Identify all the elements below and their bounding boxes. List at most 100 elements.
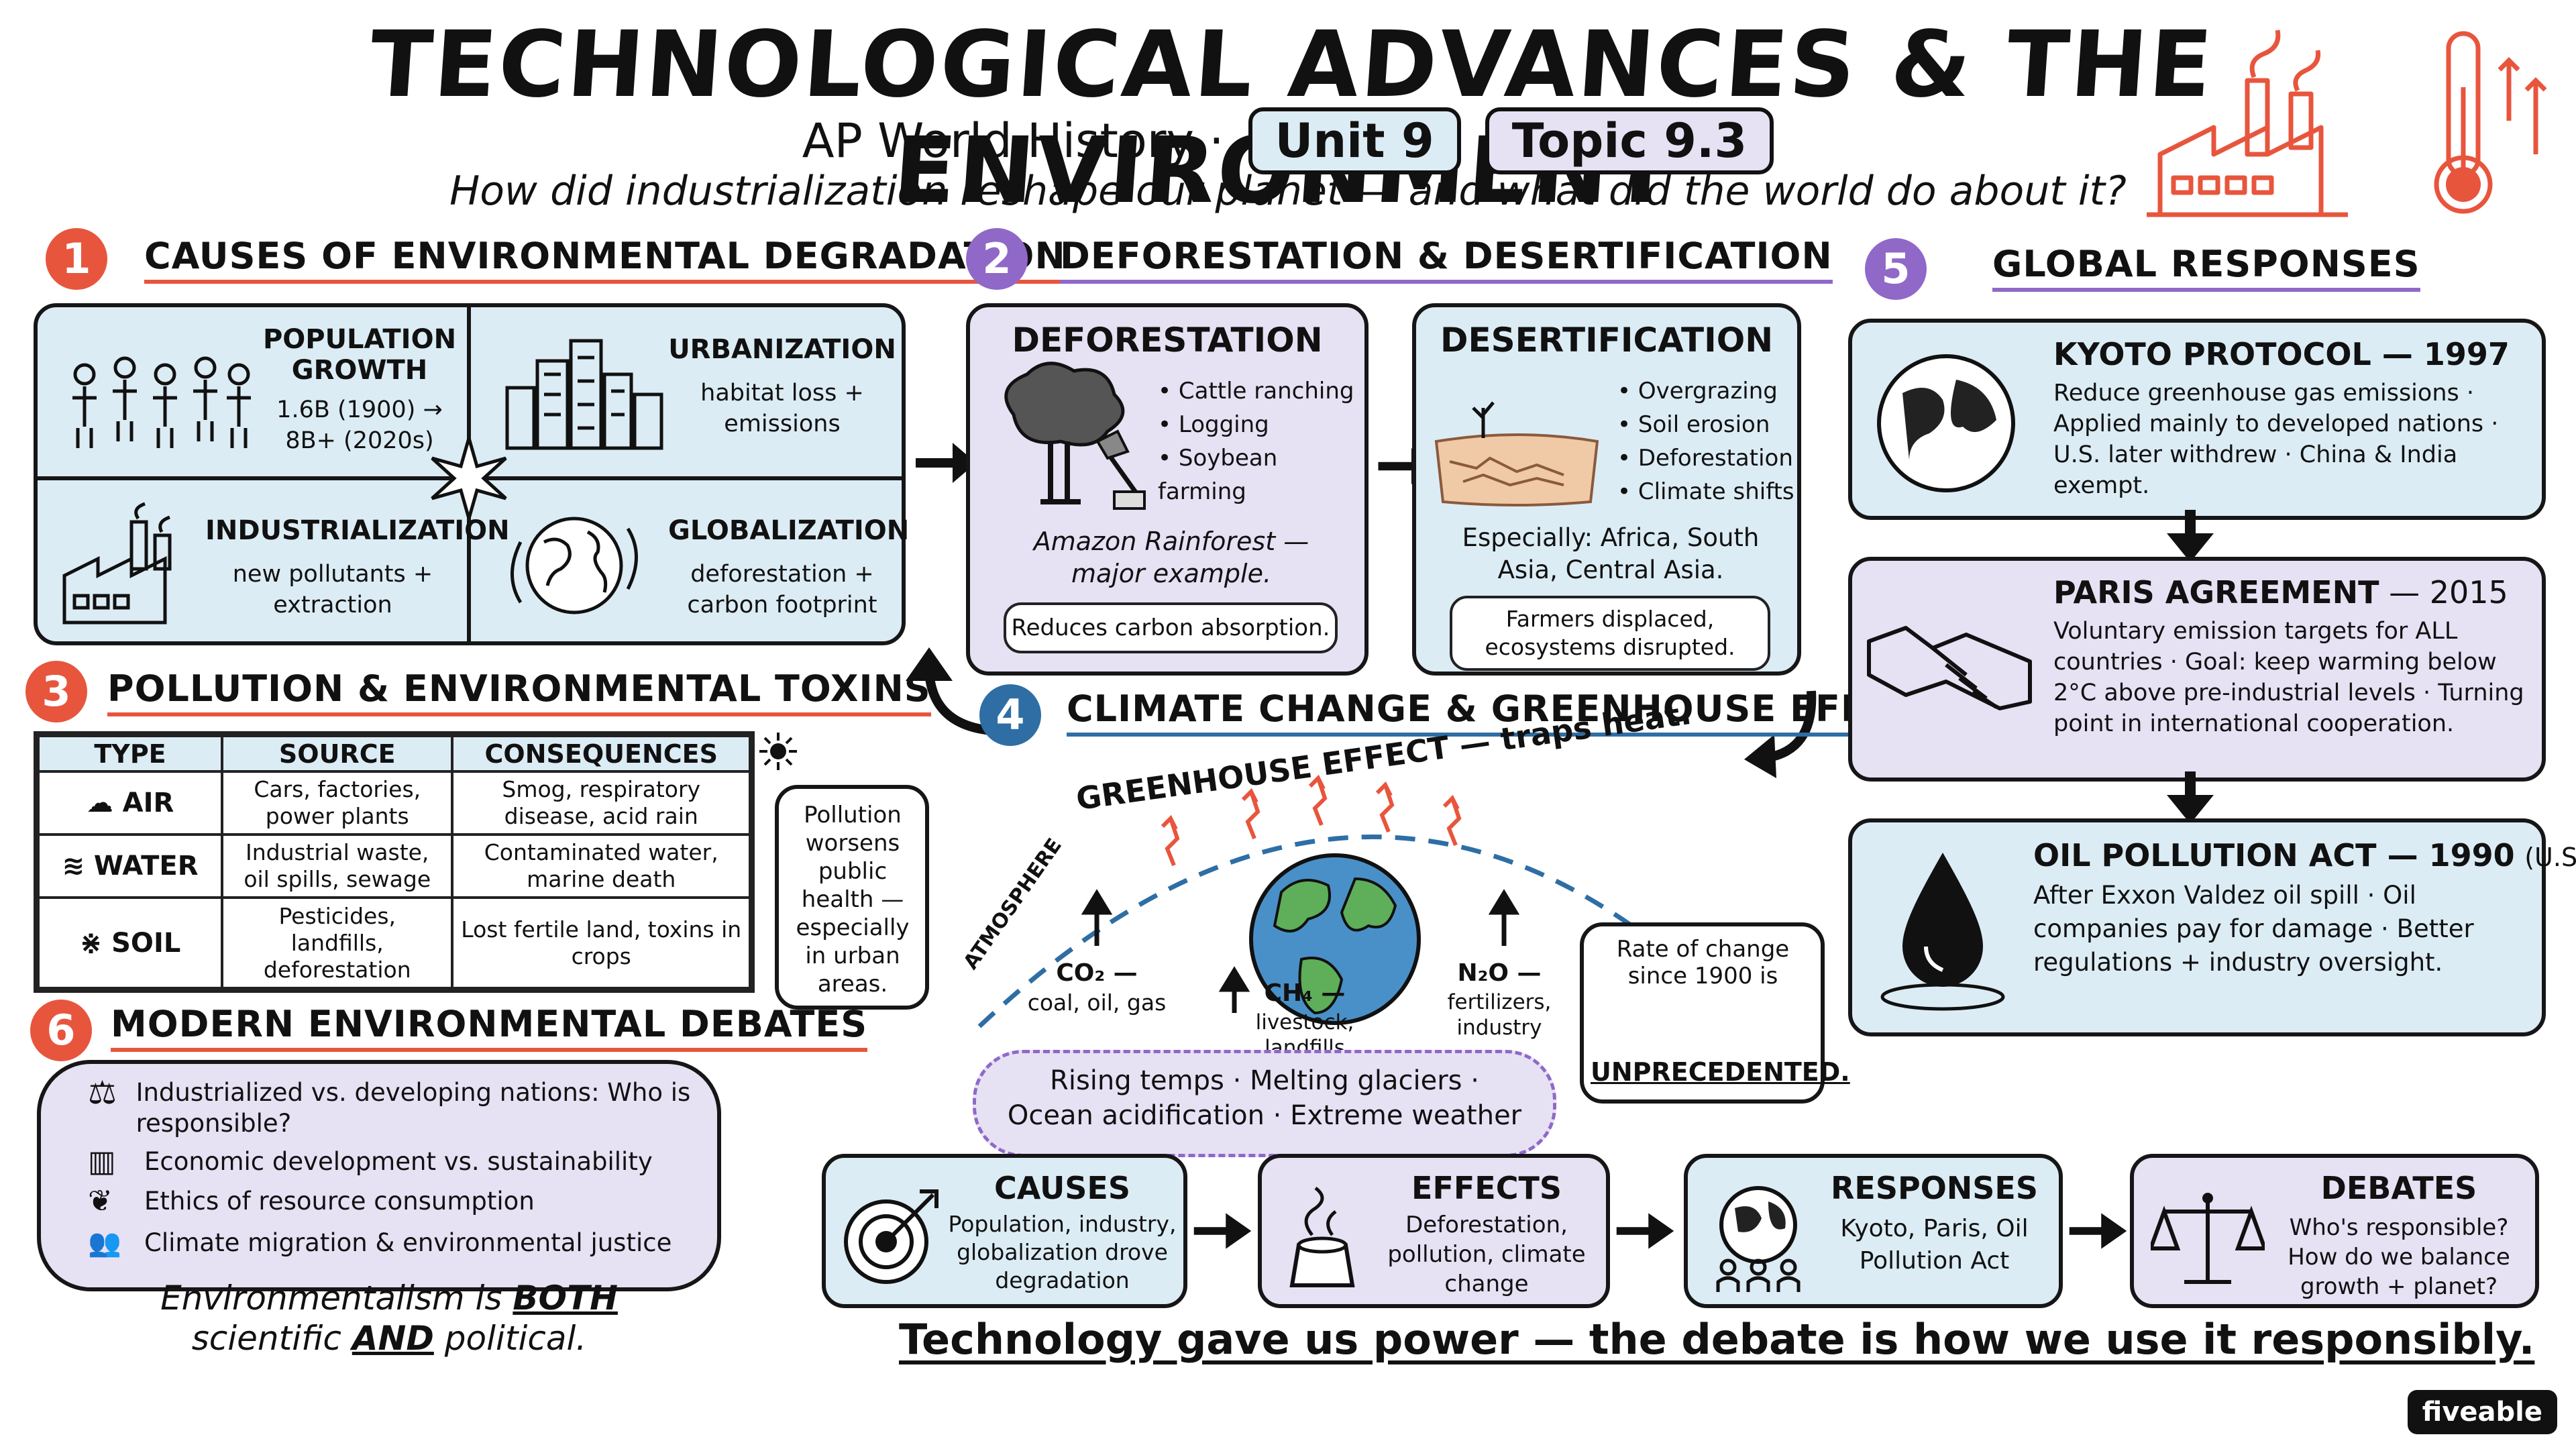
source-air: Cars, factories, power plants xyxy=(220,770,454,837)
rate-emphasis: UNPRECEDENTED. xyxy=(1591,1057,1850,1087)
list-item: ⚖ Industrialized vs. developing nations:… xyxy=(88,1077,705,1139)
section-5-title: GLOBAL RESPONSES xyxy=(1992,243,2420,292)
paris-title-row: PARIS AGREEMENT — 2015 xyxy=(2053,574,2508,610)
table-row: ≋ WATER Industrial waste, oil spills, se… xyxy=(37,833,751,900)
urbanization-text: habitat loss + emissions xyxy=(700,380,864,437)
oil-act-panel: OIL POLLUTION ACT — 1990 (U.S.) After Ex… xyxy=(1848,818,2576,1036)
source-water: Industrial waste, oil spills, sewage xyxy=(220,833,454,900)
section-6-title: MODERN ENVIRONMENTAL DEBATES xyxy=(111,1003,868,1052)
debate-migration: Climate migration & environmental justic… xyxy=(144,1228,672,1257)
section-2-title: DEFORESTATION & DESERTIFICATION xyxy=(1060,235,1833,284)
paris-title: PARIS AGREEMENT xyxy=(2053,574,2379,610)
target-icon xyxy=(844,1189,938,1284)
arrow-kyoto-to-paris xyxy=(2167,510,2214,562)
globe-icon xyxy=(1877,354,2015,492)
consequence-air: Smog, respiratory disease, acid rain xyxy=(451,770,751,837)
deforestation-bullets: • Cattle ranching • Logging • Soybean fa… xyxy=(1158,374,1366,508)
closing-part-b: scientific xyxy=(191,1319,341,1358)
flow-causes-text: Population, industry, globalization drov… xyxy=(948,1211,1177,1293)
globalization-title: GLOBALIZATION xyxy=(668,515,910,546)
paris-panel: PARIS AGREEMENT — 2015 Voluntary emissio… xyxy=(1848,557,2546,782)
flow-effects: EFFECTS Deforestation, pollution, climat… xyxy=(1258,1154,1610,1308)
flow-effects-title: EFFECTS xyxy=(1411,1170,1562,1206)
consequence-water: Contaminated water, marine death xyxy=(451,833,751,900)
burst-icon xyxy=(431,438,507,519)
flow-responses-title: RESPONSES xyxy=(1831,1170,2038,1206)
arrow-loop-right xyxy=(1744,690,1817,778)
population-text: 1.6B (1900) → 8B+ (2020s) xyxy=(276,396,443,454)
bullet-cattle: • Cattle ranching xyxy=(1158,378,1354,405)
consequence-soil: Lost fertile land, toxins in crops xyxy=(451,896,751,989)
leaf-icon: ❦ xyxy=(88,1184,113,1218)
section-1-number: 1 xyxy=(46,228,107,290)
scales-large-icon xyxy=(2151,1193,2265,1284)
kyoto-text: Reduce greenhouse gas emissions · Applie… xyxy=(2053,380,2499,499)
closing-and: AND xyxy=(352,1319,434,1358)
effects-line-2: Ocean acidification · Extreme weather xyxy=(1007,1100,1522,1131)
arrow-causes-to-deforestation xyxy=(916,443,976,483)
debates-bubble: ⚖ Industrialized vs. developing nations:… xyxy=(37,1060,721,1291)
topic-badge: Topic 9.3 xyxy=(1485,107,1774,174)
oil-title: OIL POLLUTION ACT — 1990 xyxy=(2033,837,2515,873)
debate-responsibility: Industrialized vs. developing nations: W… xyxy=(136,1078,691,1138)
arrow-flow-2 xyxy=(1616,1213,1674,1249)
fiveable-logo: fiveable xyxy=(2407,1390,2557,1434)
industrialization-text: new pollutants + extraction xyxy=(232,561,433,619)
flow-debates: DEBATES Who's responsible? How do we bal… xyxy=(2130,1154,2539,1308)
stump-smoke-icon xyxy=(1289,1187,1355,1287)
bullet-deforestation: • Deforestation xyxy=(1617,445,1793,472)
causes-grid: POPULATION GROWTH 1.6B (1900) → 8B+ (202… xyxy=(34,303,910,645)
bar-chart-icon: ▥ xyxy=(88,1144,116,1179)
pollution-table: TYPE SOURCE CONSEQUENCES ☁ AIR Cars, fac… xyxy=(34,731,755,993)
list-item: 👥 Climate migration & environmental just… xyxy=(88,1222,705,1264)
table-row: ⋇ SOIL Pesticides, landfills, deforestat… xyxy=(37,896,751,989)
factory-icon xyxy=(2147,30,2547,217)
oil-drop-icon xyxy=(1880,853,2005,1011)
rate-text: Rate of change since 1900 is xyxy=(1616,936,1790,989)
effects-line-1: Rising temps · Melting glaciers · xyxy=(1050,1065,1479,1096)
closing-part-c: political. xyxy=(444,1319,587,1358)
desertification-bullets: • Overgrazing • Soil erosion • Deforesta… xyxy=(1617,374,1805,508)
closing-part-a: Environmentalism is xyxy=(160,1279,502,1318)
unit-badge: Unit 9 xyxy=(1248,107,1461,174)
bullet-overgrazing: • Overgrazing xyxy=(1617,378,1778,405)
flow-responses: RESPONSES Kyoto, Paris, Oil Pollution Ac… xyxy=(1684,1154,2063,1308)
flow-responses-text: Kyoto, Paris, Oil Pollution Act xyxy=(1840,1215,2029,1275)
desertification-note: Farmers displaced, ecosystems disrupted. xyxy=(1450,596,1770,671)
bullet-soybean: • Soybean farming xyxy=(1158,445,1278,505)
arrow-paris-to-oil xyxy=(2167,771,2214,824)
globe-arrows-icon xyxy=(511,517,638,614)
buildings-icon xyxy=(505,339,663,450)
section-3-title: POLLUTION & ENVIRONMENTAL TOXINS xyxy=(107,667,931,716)
flow-effects-text: Deforestation, pollution, climate change xyxy=(1387,1212,1586,1297)
n2o-sources: fertilizers, industry xyxy=(1447,990,1552,1040)
debates-list: ⚖ Industrialized vs. developing nations:… xyxy=(88,1077,705,1264)
bullet-climate-shifts: • Climate shifts xyxy=(1617,478,1794,505)
debate-development: Economic development vs. sustainability xyxy=(144,1147,653,1176)
table-row: ☁ AIR Cars, factories, power plants Smog… xyxy=(37,770,751,837)
flow-causes: CAUSES Population, industry, globalizati… xyxy=(822,1154,1187,1308)
arrow-flow-3 xyxy=(2069,1213,2127,1249)
col-source: SOURCE xyxy=(220,734,454,773)
paris-year: — 2015 xyxy=(2389,574,2508,610)
pollution-note: Pollution worsens public health — especi… xyxy=(796,802,910,998)
oil-title-row: OIL POLLUTION ACT — 1990 (U.S.) xyxy=(2033,837,2576,873)
waves-icon: ≋ xyxy=(62,851,94,882)
pollution-note-bubble: Pollution worsens public health — especi… xyxy=(775,785,929,1010)
deforestation-example: Amazon Rainforest — major example. xyxy=(1033,527,1309,588)
deforestation-note: Reduces carbon absorption. xyxy=(1004,602,1338,653)
source-soil: Pesticides, landfills, deforestation xyxy=(220,896,454,989)
paris-text: Voluntary emission targets for ALL count… xyxy=(2053,618,2524,737)
deforestation-title: DEFORESTATION xyxy=(1012,321,1323,360)
greenhouse-diagram xyxy=(977,774,1652,1028)
section-4-number: 4 xyxy=(979,684,1041,746)
section-6-number: 6 xyxy=(30,1000,92,1061)
climate-effects-cloud: Rising temps · Melting glaciers · Ocean … xyxy=(973,1050,1556,1157)
urbanization-title: URBANIZATION xyxy=(668,334,896,365)
rate-of-change-bubble: Rate of change since 1900 is UNPRECEDENT… xyxy=(1580,922,1850,1104)
flow-debates-text: Who's responsible? How do we balance gro… xyxy=(2288,1214,2510,1300)
desertification-example: Especially: Africa, South Asia, Central … xyxy=(1462,523,1760,584)
course-label: AP World History · xyxy=(802,113,1224,168)
type-soil: SOIL xyxy=(111,927,181,959)
globe-people-icon xyxy=(1716,1186,1801,1292)
